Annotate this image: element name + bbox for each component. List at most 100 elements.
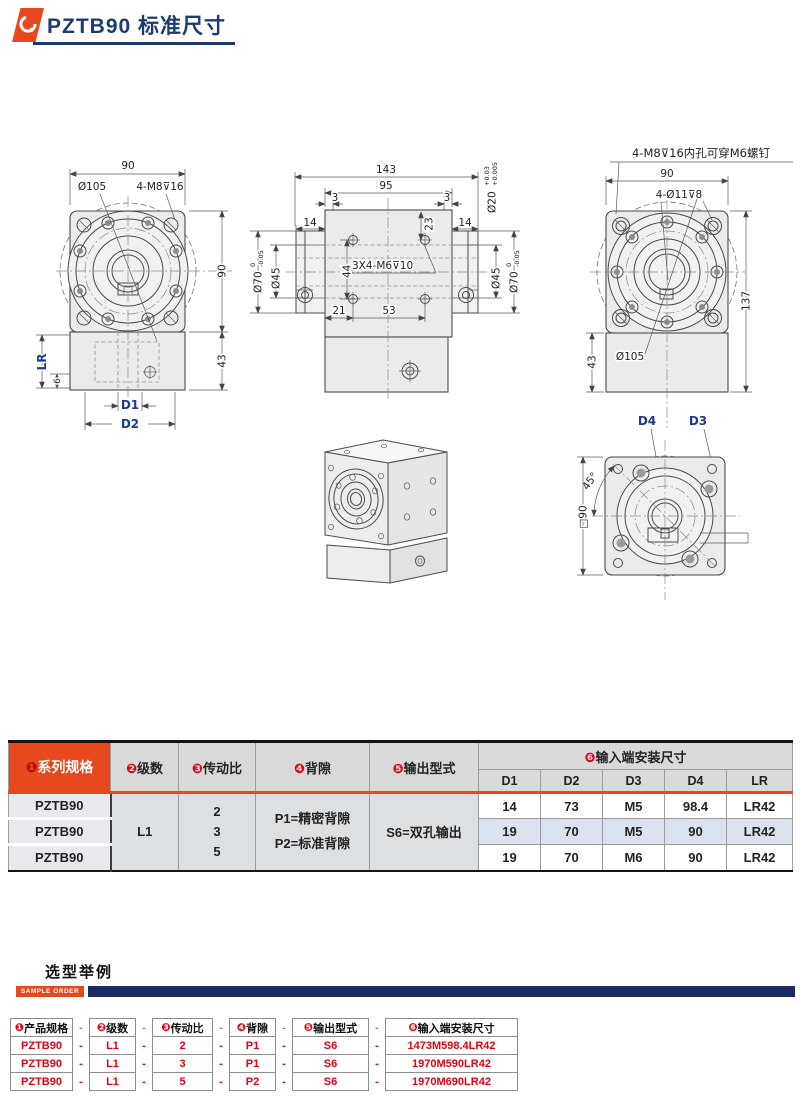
header-ratio-label: 传动比 [203,760,243,776]
dash-separator: - [79,1021,83,1034]
order-output: S6 [292,1054,369,1073]
top-dim-hub-right: 14 [458,217,472,229]
right-corner-screws [612,217,722,327]
front-dia-label: Ø105 [78,181,106,193]
dash-separator: - [142,1057,146,1070]
ratio-cell: 2 3 5 [178,792,256,871]
lr-value: LR42 [725,792,794,819]
header-mount: ❻输入端安装尺寸 [477,741,794,770]
lr-value: LR42 [725,818,794,845]
dash-separator: - [282,1021,286,1034]
top-dim-holes-v: 44 [342,264,354,278]
front-bolt-label: 4-M8⊽16 [136,181,184,193]
order-header-product-label: 产品规格 [24,1022,69,1035]
order-product: PZTB90 [10,1036,73,1055]
order-stage: L1 [89,1054,136,1073]
order-ratio: 2 [152,1036,213,1055]
d3-value: M6 [602,844,665,871]
backlash-option: P2=标准背隙 [274,835,351,851]
sample-order-subtitle: SAMPLE ORDER [16,986,84,997]
series-cell: PZTB90 [8,818,112,846]
top-tol70-lower-left: -0.05 [257,250,265,267]
order-header-mount-num: ❻ [408,1021,418,1034]
header-backlash-num: ❹ [293,761,305,777]
front-dim-step: 6 [53,378,63,384]
sample-order-bar: SAMPLE ORDER [16,986,795,997]
order-header-stage-num: ❷ [96,1021,107,1034]
right-dim-height: 137 [741,291,753,311]
header-stage-label: 级数 [137,760,164,776]
technical-drawings: 90 Ø105 4-M8⊽16 90 43 LR 6 [34,145,793,600]
rear-bolts [612,464,718,568]
d2-value: 70 [540,844,603,871]
top-dim-21: 21 [332,305,345,317]
order-header-backlash-label: 背隙 [246,1022,269,1035]
table-row: PZTB90 19 70 M5 90 LR42 [8,818,794,846]
front-d1-label: D1 [121,398,139,412]
lr-value: LR42 [725,844,794,871]
subheader-d4: D4 [664,769,727,794]
top-tol20-lower: +0.005 [491,162,499,186]
top-dia45-left: Ø45 [271,267,283,289]
front-view: 90 Ø105 4-M8⊽16 90 43 LR 6 [34,159,232,433]
backlash-option: P1=精密背隙 [274,811,351,827]
dash-separator: - [219,1039,223,1052]
rear-square-label: □90 [578,505,590,528]
dash-separator: - [219,1057,223,1070]
order-product: PZTB90 [10,1054,73,1073]
order-stage: L1 [89,1072,136,1091]
dash-separator: - [142,1075,146,1088]
series-cell: PZTB90 [8,792,112,820]
right-dim-width: 90 [660,168,673,180]
sample-order-navy-bar [88,986,795,997]
top-tol70-upper-right: 0 [505,263,513,267]
header-mount-num: ❻ [584,750,596,766]
order-header-stage-label: 级数 [106,1022,129,1035]
header-series: ❶系列规格 [8,741,111,794]
header-ratio: ❸传动比 [178,741,256,794]
table-row: PZTB90 L1 2 3 5 P1=精密背隙 P2=标准背隙 [8,792,794,871]
front-dim-width: 90 [121,160,134,172]
page-title: PZTB90 标准尺寸 [47,15,227,38]
subheader-lr: LR [725,769,794,794]
top-dia70-left: Ø70 [253,271,265,293]
dash-separator: - [142,1039,146,1052]
subheader-d1: D1 [478,769,541,794]
order-header-backlash-num: ❹ [236,1021,247,1034]
front-lr-label: LR [35,354,49,371]
right-note: 4-M8⊽16内孔可穿M6螺钉 [632,146,770,160]
top-dia45-right: Ø45 [491,267,503,289]
rear-view: D4 D3 [576,414,749,600]
right-bolt-label: 4-Ø11⊽8 [656,189,702,201]
dash-separator: - [375,1021,379,1034]
front-bolt-holes [73,216,183,326]
order-backlash: P1 [229,1054,276,1073]
top-bolt-label: 3X4-M6⊽10 [352,260,413,272]
order-code: 1970M590LR42 [385,1054,518,1073]
front-dim-base: 43 [217,354,229,367]
order-row: PZTB90 - L1 - 2 - P1 - S6 - 1473M598.4LR… [10,1036,518,1055]
order-ratio: 5 [152,1072,213,1091]
dash-separator: - [219,1075,223,1088]
order-ratio: 3 [152,1054,213,1073]
order-backlash: P2 [229,1072,276,1091]
dash-separator: - [219,1021,223,1034]
title-underline [33,42,235,45]
front-corner-screws [76,217,179,326]
d4-value: 90 [664,844,727,871]
header-stage: ❷级数 [110,741,179,794]
top-tol20-upper: +0.03 [483,166,491,186]
header-series-label: 系列规格 [37,759,94,775]
d1-value: 19 [478,818,541,845]
top-dia20: Ø20 [487,191,499,213]
top-dim-offset-left: 3 [332,192,339,204]
order-header-ratio-label: 传动比 [170,1022,204,1035]
dash-separator: - [282,1039,286,1052]
dash-separator: - [79,1075,83,1088]
top-dim-53: 53 [382,305,395,317]
